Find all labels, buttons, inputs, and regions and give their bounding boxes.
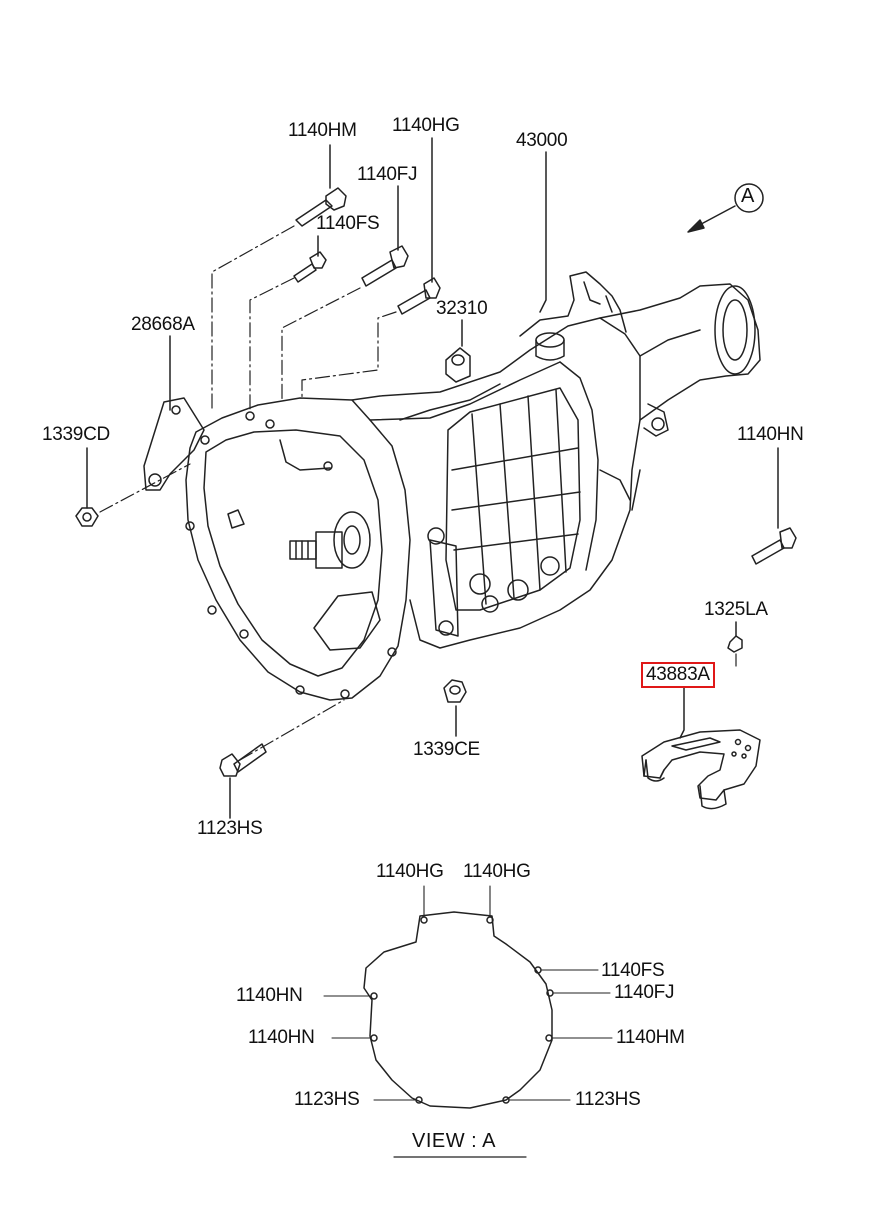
callout-32310: 32310: [436, 298, 488, 319]
callout-1339CD: 1339CD: [42, 424, 110, 445]
view-a-label-1140FS: 1140FS: [601, 960, 665, 981]
nut-1339CD-part: [75, 507, 99, 527]
callout-43000: 43000: [516, 130, 568, 151]
plate-43883A-part: [641, 729, 761, 810]
callout-1325LA: 1325LA: [704, 599, 768, 620]
installation-lines: [99, 225, 737, 761]
view-a-title: VIEW : A: [412, 1130, 497, 1152]
bracket-28668A-part: [143, 397, 205, 491]
callout-1140FS: 1140FS: [316, 213, 380, 234]
callout-28668A: 28668A: [131, 314, 195, 335]
view-a-outline: [363, 911, 554, 1109]
view-a-label-1123HS-left: 1123HS: [294, 1089, 360, 1110]
bolt-1140HN-part: [751, 527, 797, 565]
callout-1140HM: 1140HM: [288, 120, 357, 141]
bolt-1140FS-part: [293, 251, 327, 283]
callout-1140HN: 1140HN: [737, 424, 804, 445]
view-a-label-1140HG-left: 1140HG: [376, 861, 444, 882]
view-a-label-1140HN-lower: 1140HN: [248, 1027, 315, 1048]
view-a-label-1123HS-right: 1123HS: [575, 1089, 641, 1110]
view-a-marker-letter: A: [741, 185, 755, 207]
nut-1339CE-part: [443, 679, 467, 703]
nut-1325LA-part: [727, 635, 743, 653]
view-a-label-1140HM: 1140HM: [616, 1027, 685, 1048]
callout-1123HS: 1123HS: [197, 818, 263, 839]
bolt-1140HG-part: [397, 277, 441, 315]
callout-1140HG: 1140HG: [392, 115, 460, 136]
bolt-1140FJ-part: [361, 245, 409, 287]
callout-1140FJ: 1140FJ: [357, 164, 418, 185]
bolt-1140HM-part: [295, 187, 347, 227]
view-a-marker-circle: [734, 183, 764, 213]
view-a-label-1140FJ: 1140FJ: [614, 982, 675, 1003]
view-a-leaders: [323, 885, 613, 1101]
transmission-assembly: [185, 271, 761, 701]
view-a-marker-arrow: [687, 205, 736, 233]
callout-1339CE: 1339CE: [413, 739, 480, 760]
view-a-label-1140HG-right: 1140HG: [463, 861, 531, 882]
leader-lines: [86, 137, 779, 819]
callout-43883A-highlighted[interactable]: 43883A: [641, 662, 715, 688]
bolt-1123HS-part: [219, 743, 267, 777]
view-a-label-1140HN-upper: 1140HN: [236, 985, 303, 1006]
